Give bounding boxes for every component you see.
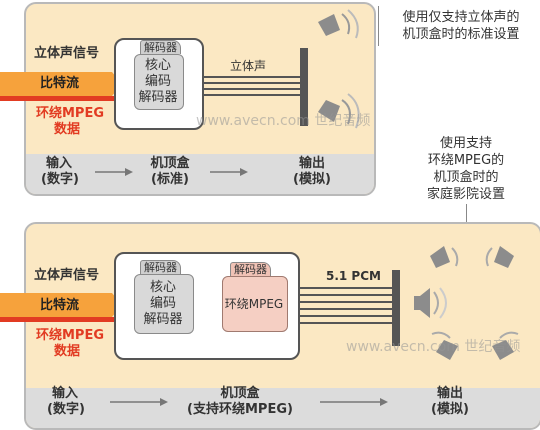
top-stereo-signal-label: 立体声信号 [34, 46, 100, 61]
middle-note-line-2: 环绕MPEG的 [427, 153, 505, 168]
bottom-bitstream-label: 比特流 [40, 298, 80, 313]
bottom-pcm-label: 5.1 PCM [326, 269, 381, 283]
top-input-stream-arrow [0, 72, 122, 96]
top-note-divider [378, 6, 379, 46]
bottom-decoder-tab-2: 解码器 [230, 262, 271, 276]
bottom-surround-mpeg-label: 环绕MPEG [36, 328, 105, 343]
bottom-footer-stb: 机顶盒 [220, 386, 260, 401]
bottom-core-codec-line-2: 编码 [149, 296, 176, 311]
top-footer-stb-sub: (标准) [151, 172, 189, 187]
center-speaker-icon [414, 287, 447, 319]
bottom-input-stream-red [0, 317, 118, 322]
bottom-data-label: 数据 [54, 344, 81, 359]
top-core-codec-line-2: 编码 [144, 74, 171, 89]
top-decoder-tab: 解码器 [140, 40, 181, 54]
bottom-footer-output: 输出 [436, 386, 463, 401]
top-note-line-2: 机顶盒时的标准设置 [402, 27, 520, 42]
bottom-core-codec-line-3: 解码器 [143, 312, 183, 327]
bottom-core-codec-chip [134, 274, 194, 334]
top-footer-input-sub: (数字) [41, 172, 79, 187]
bottom-stereo-signal-label: 立体声信号 [34, 268, 100, 283]
bottom-footer-stb-sub: (支持环绕MPEG) [187, 402, 293, 417]
rear-left-speaker-icon [431, 331, 458, 360]
middle-note-line-1: 使用支持 [439, 136, 492, 151]
top-footer-output: 输出 [298, 156, 325, 171]
bottom-speaker-bar [392, 270, 400, 346]
front-right-speaker-icon [485, 246, 514, 268]
bottom-footer-output-sub: (模拟) [431, 402, 469, 417]
top-note-line-1: 使用仅支持立体声的 [402, 10, 520, 25]
rear-right-speaker-icon [492, 331, 519, 360]
bottom-panel-footer [26, 388, 540, 428]
bottom-core-codec-line-1: 核心 [149, 280, 176, 295]
bottom-footer-input: 输入 [51, 386, 78, 401]
top-panel-footer [26, 154, 374, 194]
top-watermark: www.avecn.com 世纪音频 [196, 113, 371, 129]
top-footer-output-sub: (模拟) [293, 172, 331, 187]
top-data-label: 数据 [54, 122, 81, 137]
bottom-surround-mpeg-chip-label: 环绕MPEG [224, 297, 284, 311]
top-core-codec-line-1: 核心 [144, 58, 171, 73]
middle-note-line-4: 家庭影院设置 [426, 187, 505, 202]
top-left-speaker-icon [318, 9, 359, 39]
bottom-input-stream-arrow [0, 293, 122, 317]
top-footer-stb: 机顶盒 [150, 156, 190, 171]
bottom-footer-input-sub: (数字) [47, 402, 85, 417]
bottom-surround-mpeg-chip [222, 276, 288, 332]
bottom-left-speaker-icon [318, 93, 360, 129]
top-core-codec-chip [134, 54, 184, 110]
bottom-watermark: www.avecn.com 世纪音频 [346, 339, 521, 355]
middle-note-divider [466, 204, 467, 222]
top-input-stream-red [0, 96, 118, 101]
top-core-codec-line-3: 解码器 [138, 90, 178, 105]
bottom-decoder-tab-1: 解码器 [140, 260, 181, 274]
top-stereo-output-label: 立体声 [230, 59, 267, 73]
middle-note-line-3: 机顶盒时的 [433, 170, 499, 185]
top-footer-input: 输入 [45, 156, 72, 171]
top-bitstream-label: 比特流 [40, 76, 80, 91]
top-surround-mpeg-label: 环绕MPEG [36, 106, 105, 121]
front-left-speaker-icon [430, 246, 459, 268]
top-speaker-bar [300, 48, 308, 126]
